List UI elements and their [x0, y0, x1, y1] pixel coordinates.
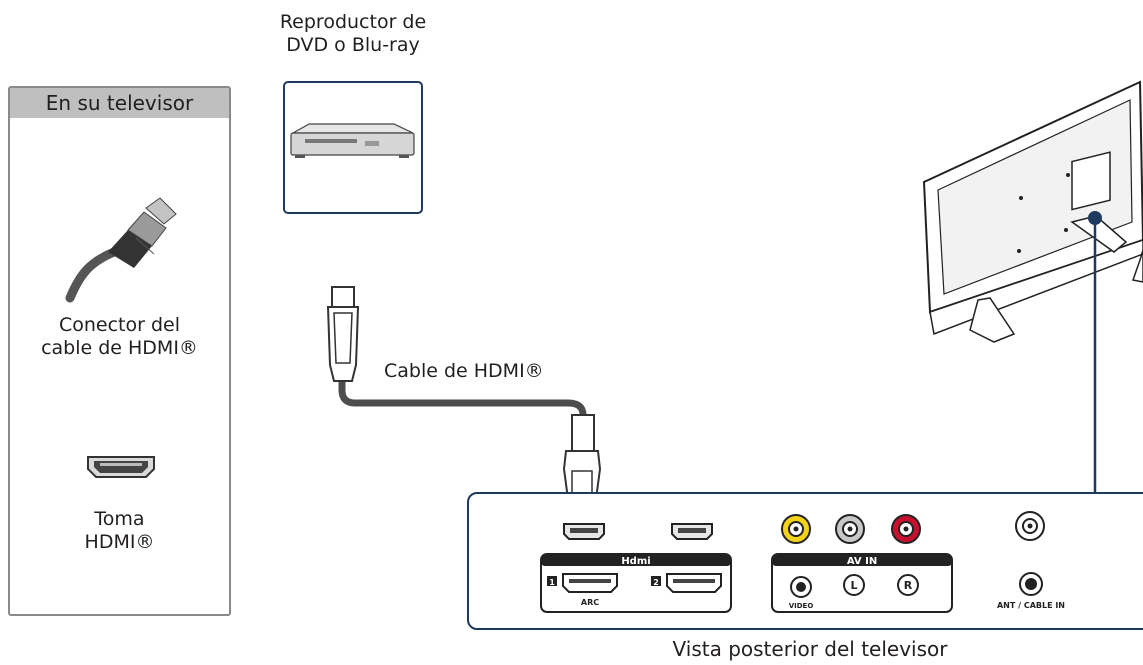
- dvd-label-line2: DVD o Blu-ray: [286, 34, 420, 56]
- panel-drawing: Hdmi 1 ARC 2 AV IN VIDEO L R ANT / CABLE…: [540, 511, 1065, 613]
- hdmi-connector-icon: [65, 197, 177, 303]
- hdmi-port2-badge: [651, 576, 661, 586]
- coax-jack: [1015, 511, 1045, 541]
- hdmi-jack-icon: [87, 456, 155, 478]
- av-l-jack: [843, 574, 865, 596]
- hdmi-group-header: [541, 554, 731, 566]
- dvd-label-line1: Reproductor de: [279, 11, 427, 33]
- jack-caption: Toma HDMI®: [10, 508, 229, 554]
- jack-caption-line2: HDMI®: [84, 531, 155, 553]
- callout-line: [1088, 211, 1102, 493]
- tv-back-icon: [922, 80, 1143, 343]
- av-l-label: L: [850, 579, 857, 592]
- rca-white-jack: [835, 514, 865, 544]
- hdmi-port2-num: 2: [653, 578, 659, 587]
- av-video-label: VIDEO: [789, 602, 814, 610]
- connector-caption-line2: cable de HDMI®: [41, 337, 198, 359]
- hdmi-jack-top-1: [563, 523, 605, 540]
- legend-box: En su televisor Conector del cable de HD…: [8, 86, 231, 616]
- ant-label: ANT / CABLE IN: [997, 601, 1065, 610]
- rca-yellow-jack: [781, 514, 811, 544]
- jack-caption-line1: Toma: [94, 508, 145, 530]
- av-r-jack: [897, 574, 919, 596]
- connector-caption: Conector del cable de HDMI®: [10, 314, 229, 360]
- hdmi-port1-badge: [547, 576, 557, 586]
- dvd-label: Reproductor de DVD o Blu-ray: [268, 11, 438, 57]
- dvd-player-box: [283, 81, 423, 214]
- cable-label: Cable de HDMI®: [384, 360, 544, 382]
- legend-header: En su televisor: [10, 88, 229, 118]
- av-in-group-header: [772, 554, 952, 566]
- hdmi-arc-label: ARC: [581, 598, 599, 607]
- hdmi-logo-text: Hdmi: [621, 556, 650, 567]
- panel-caption: Vista posterior del televisor: [672, 637, 948, 661]
- hdmi-cable: [326, 286, 602, 500]
- rca-red-jack: [891, 514, 921, 544]
- tv-connector-panel: Hdmi 1 ARC 2 AV IN VIDEO L R ANT / CABLE…: [467, 492, 1143, 630]
- connector-caption-line1: Conector del: [58, 314, 181, 336]
- dvd-player-icon: [290, 123, 415, 158]
- hdmi-jack-top-2: [671, 523, 713, 540]
- hdmi-port1-num: 1: [549, 578, 555, 587]
- av-r-label: R: [904, 579, 913, 592]
- av-in-label: AV IN: [847, 556, 877, 567]
